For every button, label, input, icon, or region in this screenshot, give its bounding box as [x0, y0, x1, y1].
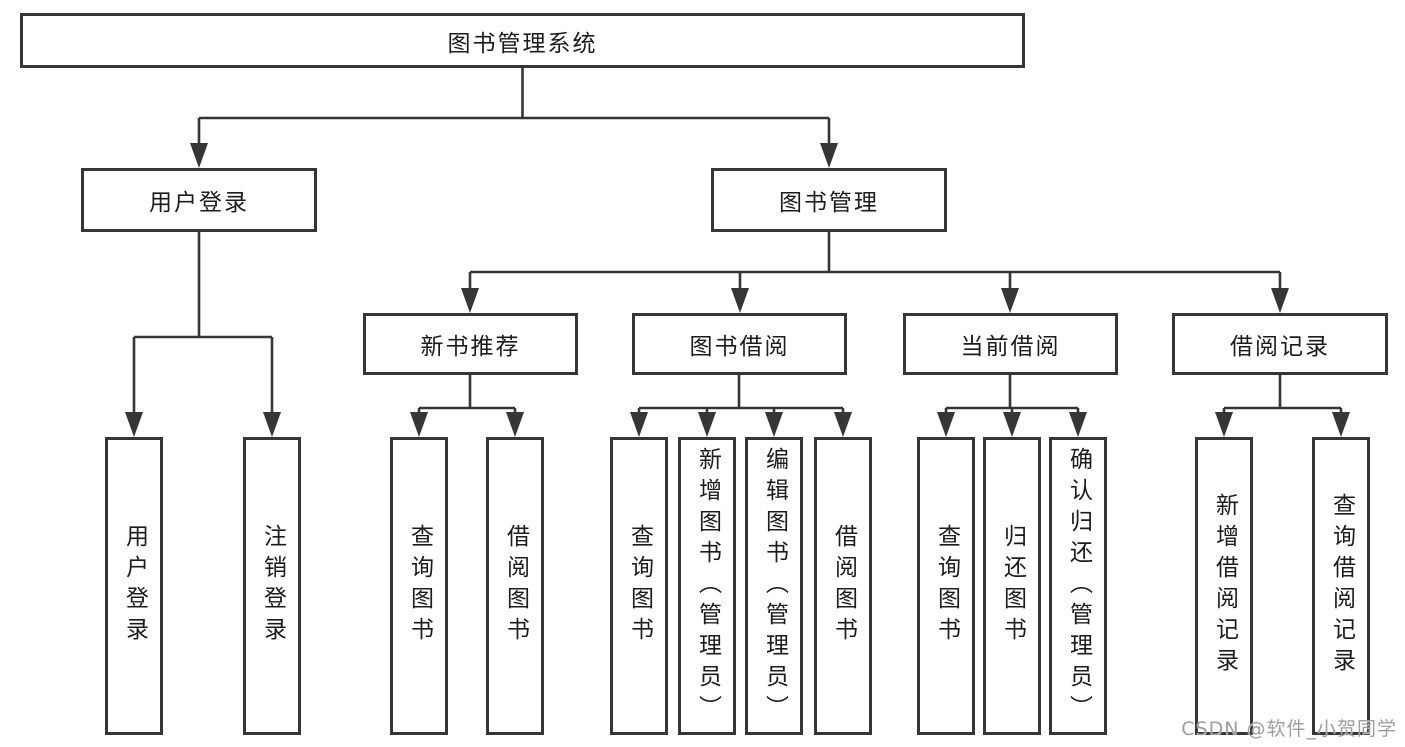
node-label: 编辑图书（管理员） [761, 446, 788, 726]
node-query-books-current: 查询图书 [917, 437, 975, 735]
node-new-book-recommendation: 新书推荐 [363, 313, 578, 375]
node-label: 查询借阅记录 [1328, 493, 1355, 679]
node-label: 查询图书 [626, 524, 653, 648]
node-borrow-books-recommend: 借阅图书 [486, 437, 544, 735]
node-label: 借阅图书 [830, 524, 857, 648]
node-book-management: 图书管理 [711, 168, 947, 232]
node-label: 新增借阅记录 [1211, 493, 1238, 679]
node-label: 注销登录 [259, 524, 286, 648]
node-book-borrowing: 图书借阅 [632, 313, 847, 375]
node-add-books-admin: 新增图书（管理员） [678, 437, 736, 735]
node-return-books: 归还图书 [983, 437, 1041, 735]
node-query-books-borrowing: 查询图书 [610, 437, 668, 735]
node-add-borrow-record: 新增借阅记录 [1195, 437, 1253, 735]
node-confirm-return-admin: 确认归还（管理员） [1049, 437, 1107, 735]
node-label: 用户登录 [121, 524, 148, 648]
node-edit-books-admin: 编辑图书（管理员） [745, 437, 803, 735]
node-user-login-leaf: 用户登录 [105, 437, 163, 735]
watermark-text: CSDN @软件_小贺同学 [1181, 718, 1397, 740]
node-query-borrow-record: 查询借阅记录 [1312, 437, 1370, 735]
node-label: 查询图书 [406, 524, 433, 648]
node-logout: 注销登录 [243, 437, 301, 735]
node-label: 查询图书 [933, 524, 960, 648]
node-borrow-books-leaf: 借阅图书 [814, 437, 872, 735]
node-label: 确认归还（管理员） [1065, 446, 1092, 726]
node-label: 归还图书 [999, 524, 1026, 648]
node-current-borrowing: 当前借阅 [903, 313, 1118, 375]
node-user-login: 用户登录 [81, 168, 317, 232]
node-label: 新增图书（管理员） [694, 446, 721, 726]
node-borrowing-records: 借阅记录 [1172, 313, 1388, 375]
node-label: 借阅图书 [502, 524, 529, 648]
node-library-management-system: 图书管理系统 [20, 13, 1025, 68]
node-query-books-recommend: 查询图书 [390, 437, 448, 735]
